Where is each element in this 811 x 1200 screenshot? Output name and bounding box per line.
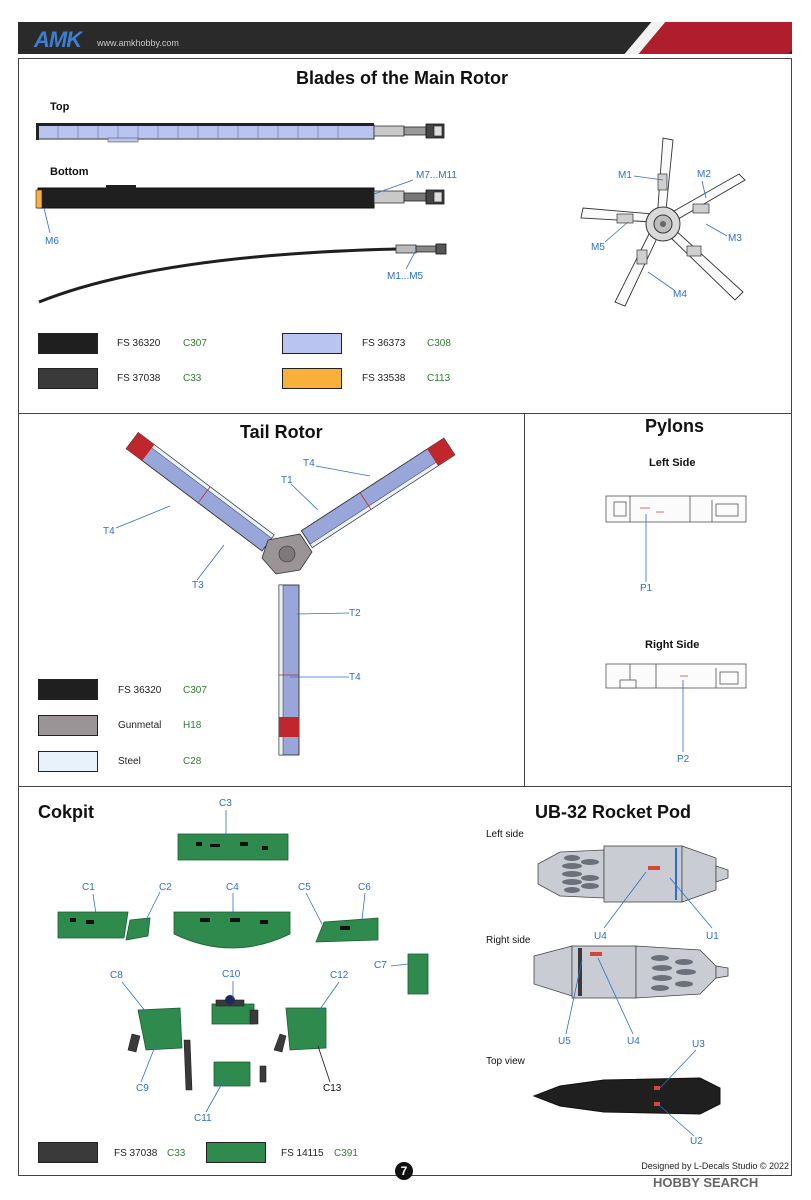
swatch-main-2 bbox=[38, 368, 98, 389]
swatch-tail-0 bbox=[38, 679, 98, 700]
tail-color-2-fs: Steel bbox=[118, 756, 141, 767]
callout-c2: C2 bbox=[159, 882, 172, 893]
callout-c9: C9 bbox=[136, 1083, 149, 1094]
callout-c13: C13 bbox=[323, 1083, 342, 1094]
callout-t3: T3 bbox=[192, 580, 204, 591]
main-color-2-code: C33 bbox=[183, 373, 202, 384]
main-color-0-code: C307 bbox=[183, 338, 207, 349]
brand-url: www.amkhobby.com bbox=[97, 38, 179, 48]
swatch-cockpit-1 bbox=[206, 1142, 266, 1163]
tail-color-2-code: C28 bbox=[183, 756, 202, 767]
callout-m5: M5 bbox=[591, 242, 605, 253]
tail-color-1-code: H18 bbox=[183, 720, 202, 731]
callout-u4-left: U4 bbox=[594, 931, 607, 942]
callout-u4-right: U4 bbox=[627, 1036, 640, 1047]
main-blade-side bbox=[38, 243, 447, 304]
cockpit-color-0-fs: FS 37038 bbox=[114, 1148, 158, 1159]
callout-u2: U2 bbox=[690, 1136, 703, 1147]
callout-m1-m5: M1...M5 bbox=[387, 271, 424, 282]
pylon-left-label: Left Side bbox=[649, 457, 696, 469]
main-color-2-fs: FS 37038 bbox=[117, 373, 161, 384]
main-blade-bottom bbox=[35, 185, 445, 209]
header-bar bbox=[18, 22, 792, 54]
callout-m6: M6 bbox=[45, 236, 59, 247]
callout-c4: C4 bbox=[226, 882, 239, 893]
callout-p1: P1 bbox=[640, 583, 653, 594]
callout-t4-left: T4 bbox=[103, 526, 115, 537]
top-view-label: Top bbox=[50, 101, 70, 113]
callout-u5: U5 bbox=[558, 1036, 571, 1047]
bottom-view-label: Bottom bbox=[50, 166, 89, 178]
designer-credit: Designed by L-Decals Studio © 2022 bbox=[641, 1161, 789, 1171]
cockpit-title: Cokpit bbox=[38, 802, 94, 822]
callout-t1: T1 bbox=[281, 475, 293, 486]
swatch-tail-2 bbox=[38, 751, 98, 772]
main-blade-top bbox=[36, 123, 445, 143]
tail-rotor-title: Tail Rotor bbox=[240, 422, 323, 442]
tail-color-0-code: C307 bbox=[183, 685, 207, 696]
main-color-3-fs: FS 33538 bbox=[362, 373, 406, 384]
callout-c8: C8 bbox=[110, 970, 123, 981]
callout-u3: U3 bbox=[692, 1039, 705, 1050]
callout-c6: C6 bbox=[358, 882, 371, 893]
main-color-1-code: C308 bbox=[427, 338, 451, 349]
callout-c11: C11 bbox=[194, 1113, 212, 1124]
rocket-top-view-label: Top view bbox=[486, 1056, 525, 1067]
brand-logo: AMK bbox=[34, 27, 82, 52]
callout-c7: C7 bbox=[374, 960, 387, 971]
callout-c3: C3 bbox=[219, 798, 232, 809]
callout-t2: T2 bbox=[349, 608, 361, 619]
callout-m3: M3 bbox=[728, 233, 742, 244]
swatch-tail-1 bbox=[38, 715, 98, 736]
pylon-right-label: Right Side bbox=[645, 639, 700, 651]
rocket-right-side-label: Right side bbox=[486, 935, 531, 946]
callout-c10: C10 bbox=[222, 969, 241, 980]
callout-c5: C5 bbox=[298, 882, 311, 893]
callout-p2: P2 bbox=[677, 754, 690, 765]
swatch-main-3 bbox=[282, 368, 342, 389]
page-number: 7 bbox=[395, 1162, 413, 1180]
main-rotor-title: Blades of the Main Rotor bbox=[296, 68, 509, 88]
callout-m2: M2 bbox=[697, 169, 711, 180]
callout-m1: M1 bbox=[618, 170, 632, 181]
cockpit-color-1-fs: FS 14115 bbox=[281, 1148, 324, 1159]
rotor-hub-diagram bbox=[580, 137, 746, 307]
main-color-1-fs: FS 36373 bbox=[362, 338, 406, 349]
tail-color-1-fs: Gunmetal bbox=[118, 720, 162, 731]
pylons-title: Pylons bbox=[645, 416, 705, 436]
tail-color-0-fs: FS 36320 bbox=[118, 685, 162, 696]
callout-m7-m11: M7...M11 bbox=[416, 170, 457, 181]
rocket-pod-title: UB-32 Rocket Pod bbox=[535, 802, 692, 822]
main-color-0-fs: FS 36320 bbox=[117, 338, 161, 349]
swatch-main-1 bbox=[282, 333, 342, 354]
cockpit-color-0-code: C33 bbox=[167, 1148, 186, 1159]
swatch-main-0 bbox=[38, 333, 98, 354]
main-color-3-code: C113 bbox=[427, 373, 451, 384]
cockpit-color-1-code: C391 bbox=[334, 1148, 358, 1159]
callout-c12: C12 bbox=[330, 970, 349, 981]
callout-u1: U1 bbox=[706, 931, 719, 942]
watermark: HOBBY SEARCH bbox=[653, 1175, 759, 1190]
callout-t4-top: T4 bbox=[303, 458, 315, 469]
callout-t4-bottom: T4 bbox=[349, 672, 361, 683]
swatch-cockpit-0 bbox=[38, 1142, 98, 1163]
callout-m4: M4 bbox=[673, 289, 687, 300]
rocket-left-side-label: Left side bbox=[486, 829, 524, 840]
pylons-panel bbox=[524, 413, 792, 787]
callout-c1: C1 bbox=[82, 882, 95, 893]
